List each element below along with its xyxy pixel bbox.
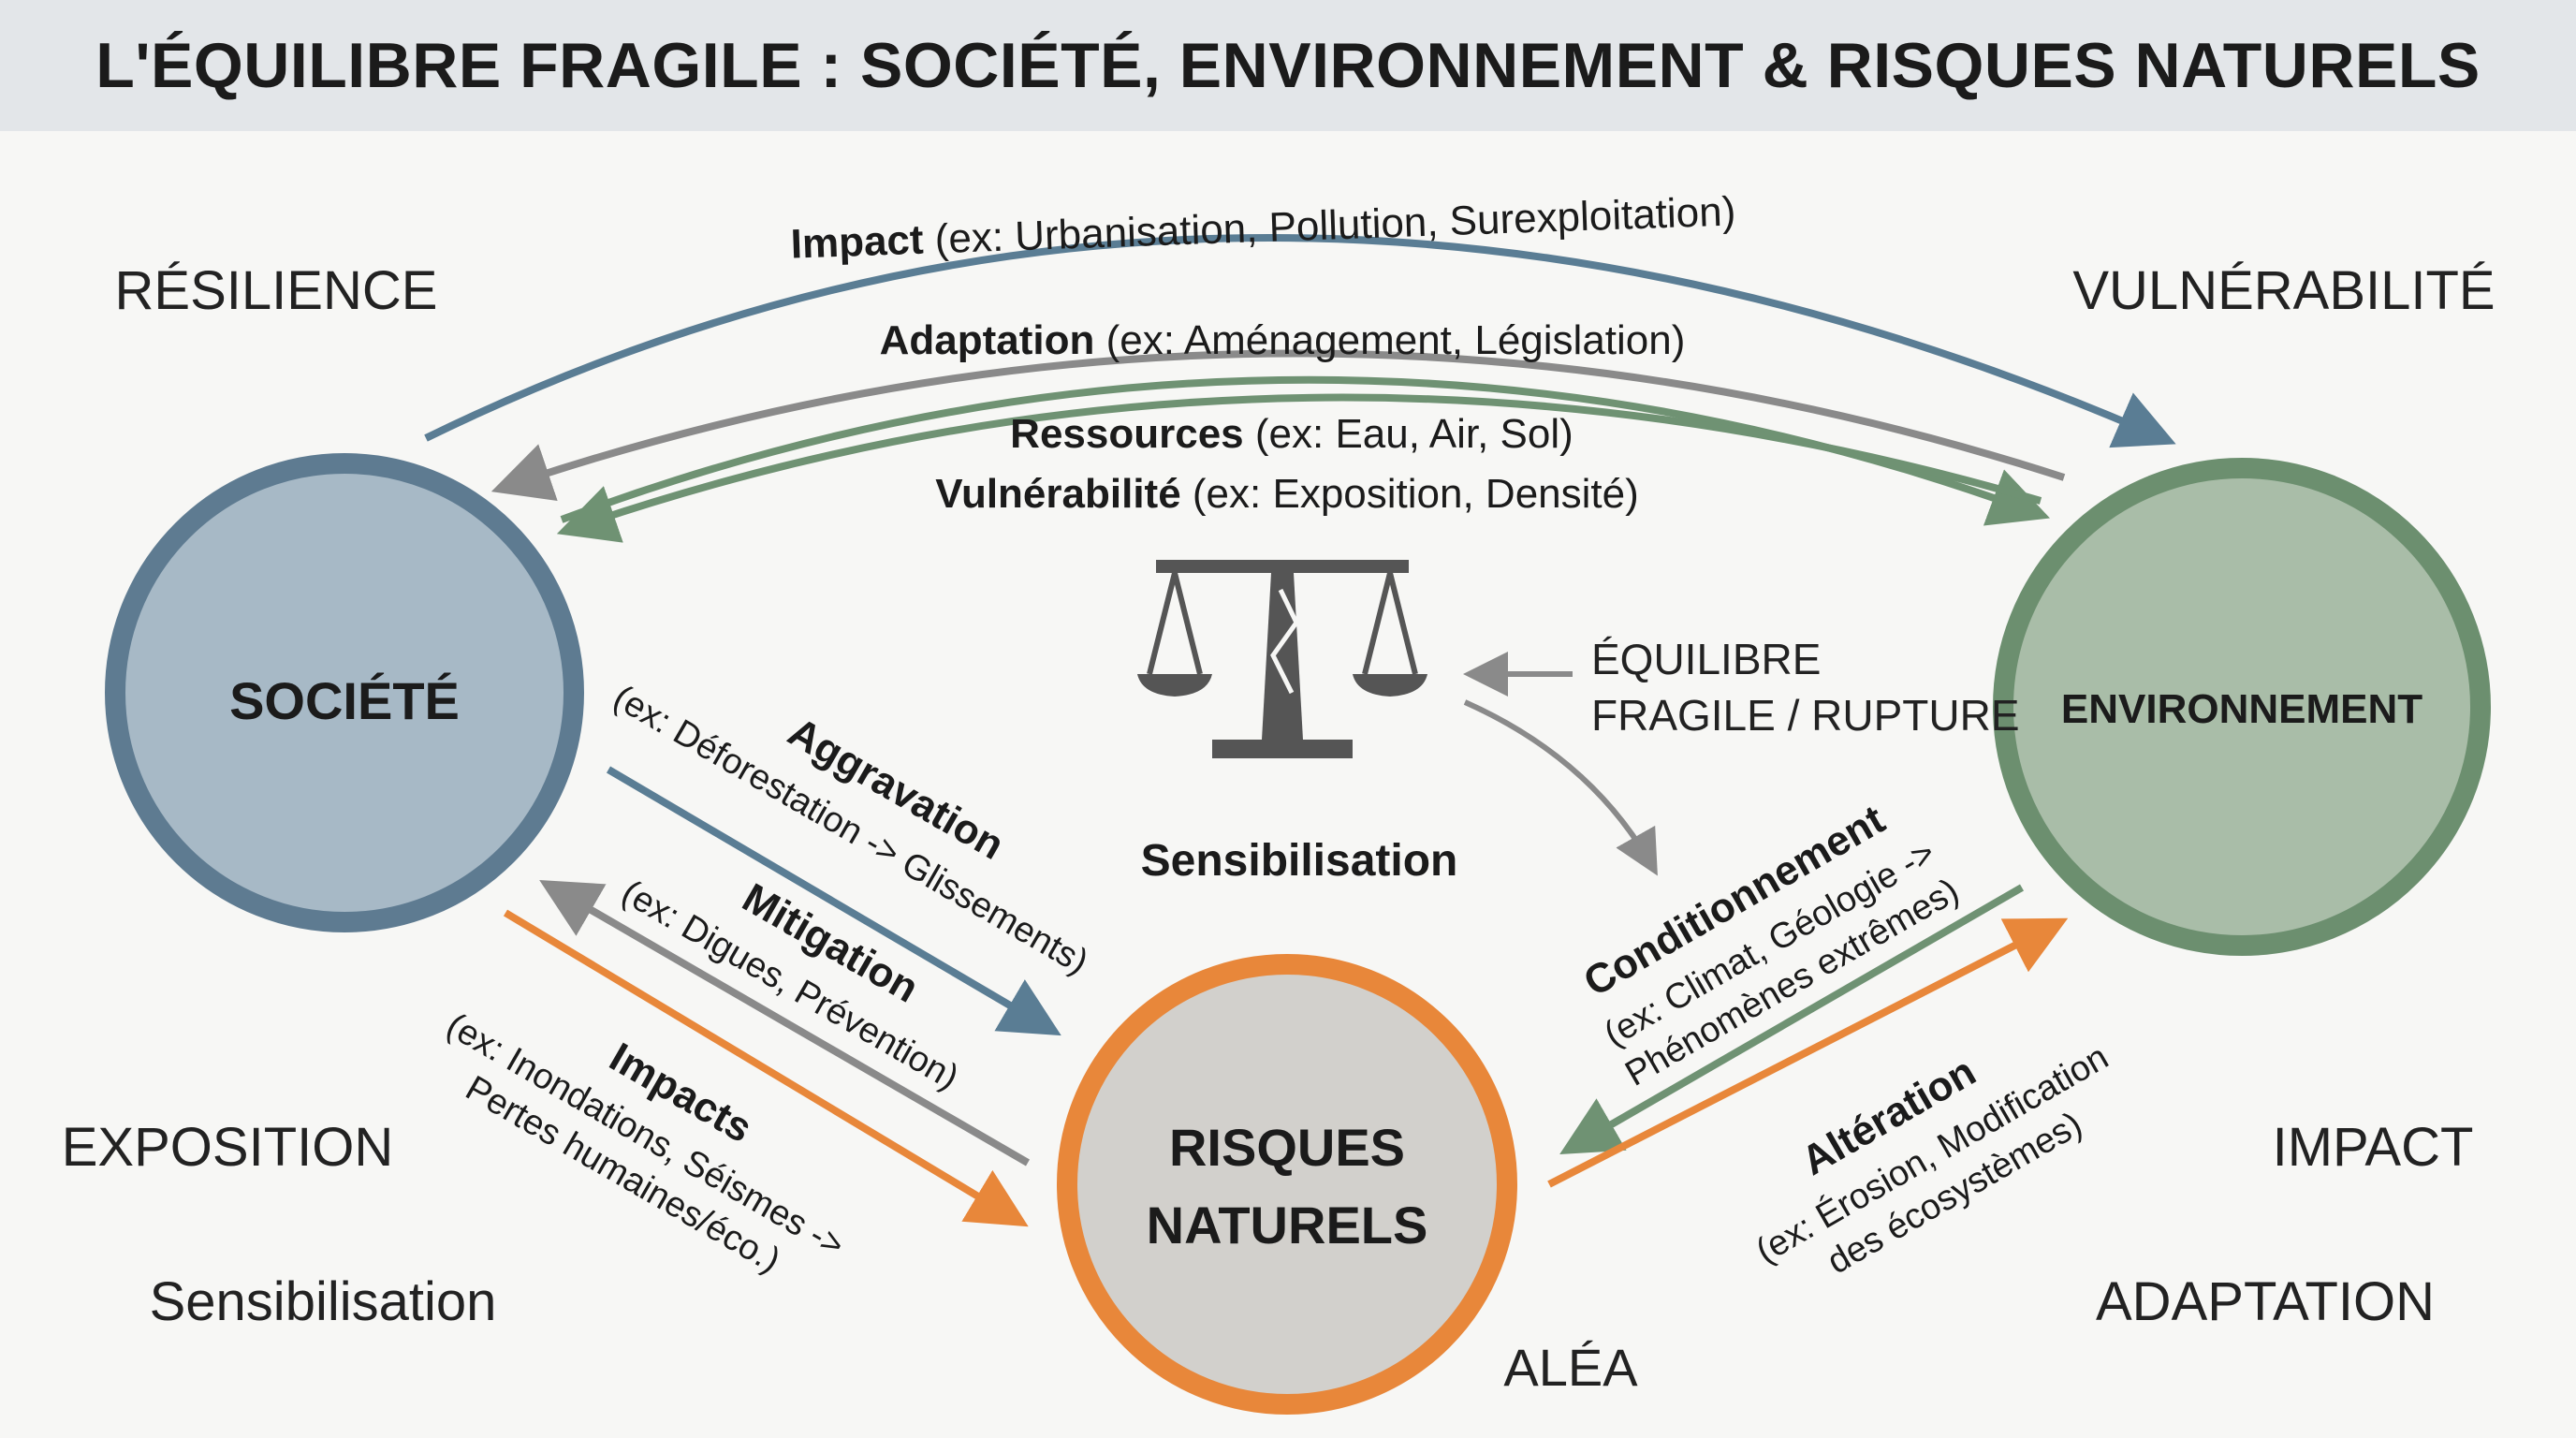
impacts-detail-line1: (ex: Inondations, Séismes ->	[440, 1005, 851, 1266]
conditionnement-arrow	[1559, 884, 2024, 1154]
sensibilisation-conditionnement-arrow	[1463, 699, 1658, 876]
equilibre-label-line1: ÉQUILIBRE	[1591, 635, 1821, 683]
equilibre-label-line2: FRAGILE / RUPTURE	[1591, 691, 2020, 740]
mitigation-arrow	[539, 879, 1031, 1167]
exposition-label: EXPOSITION	[62, 1117, 394, 1178]
adaptation-corner-label: ADAPTATION	[2096, 1271, 2435, 1332]
vulnerabilite-arrow	[556, 393, 2042, 543]
ressources-arc-bold: Ressources	[1010, 411, 1243, 457]
risques-naturels-node: RISQUES NATURELS	[1057, 954, 1517, 1415]
alteration-arrow	[1547, 917, 2069, 1188]
vulnerabilite-arc-bold: Vulnérabilité	[935, 471, 1180, 517]
alea-label: ALÉA	[1503, 1338, 1638, 1397]
ressources-arc-detail: (ex: Eau, Air, Sol)	[1244, 411, 1573, 457]
impacts-arrow	[503, 909, 1029, 1227]
impact-arc-bold: Impact	[790, 217, 925, 268]
impact-arrow	[424, 234, 2176, 448]
adaptation-arc-bold: Adaptation	[880, 317, 1095, 363]
sensibilisation-center-label: Sensibilisation	[1141, 836, 1458, 886]
vulnerabilite-arc-label: Vulnérabilité (ex: Exposition, Densité)	[935, 471, 1639, 517]
impact-arc-detail: (ex: Urbanisation, Pollution, Surexploit…	[923, 188, 1736, 262]
aggravation-arrow	[606, 766, 1061, 1036]
ressources-arc-label: Ressources (ex: Eau, Air, Sol)	[1010, 411, 1573, 457]
resilience-label: RÉSILIENCE	[115, 260, 438, 321]
risques-label-line2: NATURELS	[1147, 1196, 1428, 1255]
environnement-label: ENVIRONNEMENT	[2061, 686, 2422, 732]
societe-node: SOCIÉTÉ	[105, 453, 584, 932]
vulnerabilite-corner-label: VULNÉRABILITÉ	[2072, 260, 2495, 321]
sensibilisation-corner-label: Sensibilisation	[150, 1271, 497, 1332]
scale-icon	[1137, 560, 1427, 758]
title-bar	[0, 0, 2576, 131]
risques-label-line1: RISQUES	[1169, 1118, 1405, 1177]
adaptation-arc-detail: (ex: Aménagement, Législation)	[1094, 317, 1685, 363]
impact-arc-label: Impact (ex: Urbanisation, Pollution, Sur…	[790, 188, 1736, 267]
vulnerabilite-arc-detail: (ex: Exposition, Densité)	[1181, 471, 1639, 517]
page-title: L'ÉQUILIBRE FRAGILE : SOCIÉTÉ, ENVIRONNE…	[95, 30, 2481, 101]
adaptation-arrow	[490, 349, 2066, 501]
environnement-node: ENVIRONNEMENT	[1993, 458, 2491, 956]
adaptation-arc-label: Adaptation (ex: Aménagement, Législation…	[880, 317, 1686, 363]
impact-corner-label: IMPACT	[2273, 1117, 2474, 1178]
alteration-label-group: Altération (ex: Érosion, Modification de…	[1749, 1036, 2115, 1282]
societe-label: SOCIÉTÉ	[229, 671, 460, 730]
